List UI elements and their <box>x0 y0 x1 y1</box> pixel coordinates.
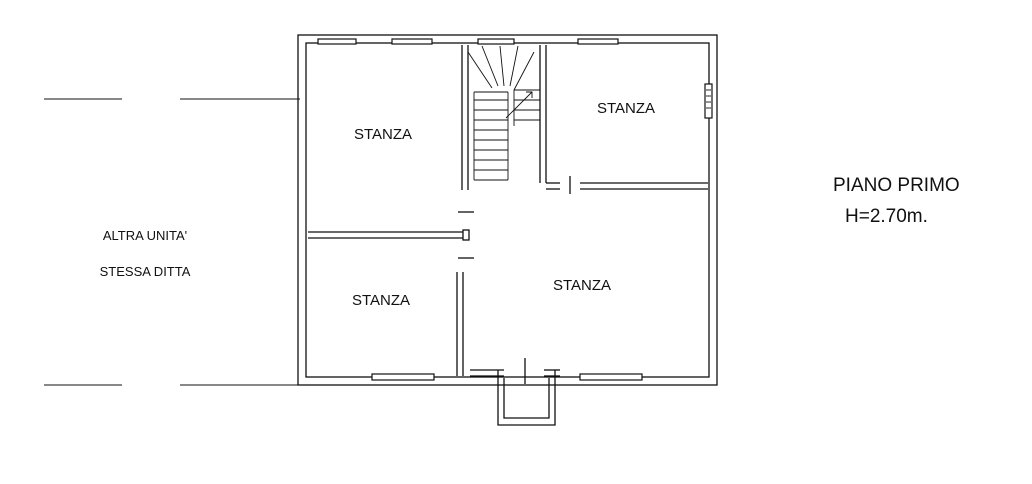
neighbor-label-line1: ALTRA UNITA' <box>103 228 187 243</box>
floor-name: PIANO PRIMO <box>833 175 960 196</box>
staircase <box>467 45 540 181</box>
room-label-top-right: STANZA <box>597 100 655 117</box>
room-label-bottom-right: STANZA <box>553 277 611 294</box>
neighbor-label-line2: STESSA DITTA <box>100 264 191 279</box>
floor-height: H=2.70m. <box>845 206 928 227</box>
interior-walls <box>308 45 708 384</box>
entrance-porch <box>470 369 560 426</box>
outer-walls <box>297 34 718 386</box>
room-label-bottom-left: STANZA <box>352 292 410 309</box>
room-label-top-left: STANZA <box>354 126 412 143</box>
neighbor-boundary <box>44 98 300 386</box>
windows <box>317 38 713 381</box>
